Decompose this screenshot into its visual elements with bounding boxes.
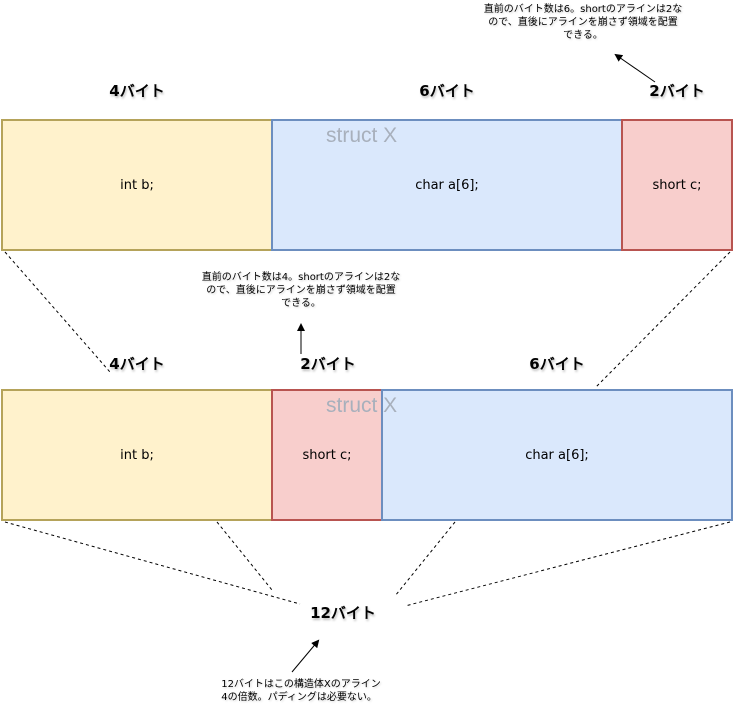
top-note: 直前のバイト数は6。shortのアラインは2な ので、直後にアラインを崩さず領域… — [484, 3, 682, 42]
dashed-line — [216, 521, 273, 591]
size-label-int-top: 4バイト — [109, 82, 165, 100]
size-label-short-top: 2バイト — [649, 82, 705, 100]
note-line: 4の倍数。パディングは必要ない。 — [221, 692, 377, 703]
field-int-b-bottom[interactable]: int b; — [1, 389, 273, 521]
field-short-c-bottom[interactable]: short c; — [271, 389, 383, 521]
note-line: ので、直後にアラインを崩さず領域を配置 — [206, 285, 396, 296]
dashed-line — [4, 521, 301, 605]
arrow — [291, 639, 320, 673]
total-size-label: 12バイト — [310, 604, 376, 622]
dashed-line — [404, 521, 731, 607]
note-line: できる。 — [563, 30, 603, 41]
dashed-line — [594, 251, 731, 389]
note-line: ので、直後にアラインを崩さず領域を配置 — [488, 17, 678, 28]
note-line: 直前のバイト数は6。shortのアラインは2な — [483, 4, 683, 15]
size-label-int-bottom: 4バイト — [109, 355, 165, 373]
size-label-char-bottom: 6バイト — [529, 355, 585, 373]
arrow — [614, 53, 656, 83]
field-char-a-bottom[interactable]: char a[6]; — [381, 389, 733, 521]
note-line: 12バイトはこの構造体Xのアライン — [221, 679, 381, 690]
field-char-a-top[interactable]: char a[6]; — [271, 119, 623, 251]
dashed-line — [394, 521, 456, 597]
size-label-char-top: 6バイト — [419, 82, 475, 100]
dashed-line — [4, 251, 111, 373]
note-line: 直前のバイト数は4。shortのアラインは2な — [201, 272, 401, 283]
size-label-short-bottom: 2バイト — [300, 355, 356, 373]
total-note: 12バイトはこの構造体Xのアライン 4の倍数。パディングは必要ない。 — [221, 678, 381, 704]
field-short-c-top[interactable]: short c; — [621, 119, 733, 251]
bottom-note: 直前のバイト数は4。shortのアラインは2な ので、直後にアラインを崩さず領域… — [202, 271, 400, 310]
field-int-b-top[interactable]: int b; — [1, 119, 273, 251]
note-line: できる。 — [281, 298, 321, 309]
